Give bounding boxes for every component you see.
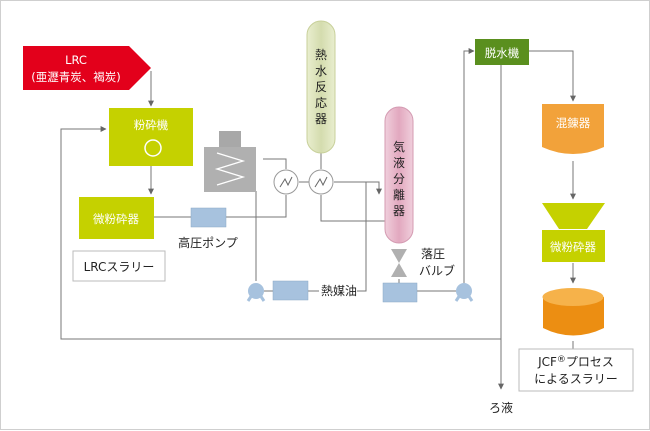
line-oil-label-to-exchanger [357, 182, 367, 292]
dehydrator-label: 脱水機 [485, 46, 520, 60]
fine-pulverizer-left-label: 微粉砕器 [93, 212, 139, 226]
slurry-pump-node [454, 283, 474, 302]
lrc-slurry-node: LRCスラリー [72, 250, 166, 282]
fine-pulverizer-right-node: 微粉砕器 [542, 203, 605, 262]
pulverizer-label: 粉砕機 [134, 118, 169, 132]
slurry-pump-legs-icon [454, 294, 474, 302]
kneader-label: 混錬器 [556, 116, 591, 130]
lrc-source-label-2: (亜瀝青炭、褐炭) [31, 70, 120, 84]
reactor-char-3: 反 [315, 80, 327, 94]
line-heater-to-exchanger [263, 158, 287, 169]
lrc-source-node: LRC (亜瀝青炭、褐炭) [23, 46, 151, 90]
high-pressure-pump-label: 高圧ポンプ [178, 235, 238, 250]
reactor-char-4: 応 [315, 96, 327, 110]
oil-pump-legs-icon [246, 294, 266, 302]
line-recycle-loop [60, 126, 501, 340]
oil-tank-node [272, 280, 309, 301]
valve-upper-icon [391, 249, 407, 263]
reactor-char-1: 熱 [315, 48, 327, 62]
separator-char-4: 離 [393, 188, 405, 202]
slurry-tank-node [542, 288, 604, 336]
jcf-registered-mark: ® [557, 355, 566, 365]
heater-node [204, 131, 256, 192]
heat-exchanger-2 [308, 169, 334, 195]
reactor-char-2: 水 [315, 64, 327, 78]
pressure-valve-node: 落圧 バルブ [391, 247, 455, 278]
jcf-slurry-node: JCF®プロセス によるスラリー [518, 348, 634, 392]
separator-tank-node [382, 282, 418, 303]
heat-exchanger-1 [273, 169, 299, 195]
lrc-source-label-1: LRC [65, 53, 87, 67]
pulverizer-node: 粉砕機 [109, 108, 193, 166]
line-exchanger2-to-separator [334, 181, 382, 195]
line-hppump-to-exchanger [226, 195, 287, 218]
pulverizer-roller-icon [144, 139, 162, 157]
high-pressure-pump-node: 高圧ポンプ [178, 207, 238, 250]
heater-coil-icon [214, 152, 246, 186]
kneader-node: 混錬器 [542, 104, 604, 154]
jcf-process-label-2: によるスラリー [534, 372, 618, 386]
jcf-suffix: プロセス [566, 355, 614, 369]
valve-lower-icon [391, 263, 407, 277]
jcf-process-label-1: JCF®プロセス [537, 355, 614, 369]
exchanger-2-icon [314, 176, 328, 188]
dehydrator-node: 脱水機 [475, 39, 529, 65]
exchanger-1-icon [279, 176, 293, 188]
gas-liquid-separator-node: 気 液 分 離 器 [384, 106, 414, 244]
heat-medium-oil-label: 熱媒油 [321, 284, 357, 298]
filtrate-label: ろ液 [489, 400, 513, 415]
hydrothermal-reactor-node: 熱 水 反 応 器 [306, 20, 336, 154]
fine-pulverizer-right-label: 微粉砕器 [550, 240, 596, 254]
pressure-valve-label-1: 落圧 [421, 247, 445, 261]
line-pump-to-dehydrator [463, 48, 475, 283]
separator-char-2: 液 [393, 155, 405, 170]
reactor-char-5: 器 [315, 112, 327, 126]
jcf-prefix: JCF [537, 355, 557, 369]
separator-char-3: 分 [393, 172, 405, 186]
separator-char-5: 器 [393, 204, 405, 218]
oil-pump-node [246, 283, 266, 302]
lrc-slurry-label: LRCスラリー [84, 260, 155, 274]
separator-char-1: 気 [393, 139, 405, 154]
pressure-valve-label-2: バルブ [419, 263, 455, 278]
fine-pulverizer-left-node: 微粉砕器 [79, 197, 154, 239]
line-dehydrator-to-kneader [529, 50, 576, 102]
